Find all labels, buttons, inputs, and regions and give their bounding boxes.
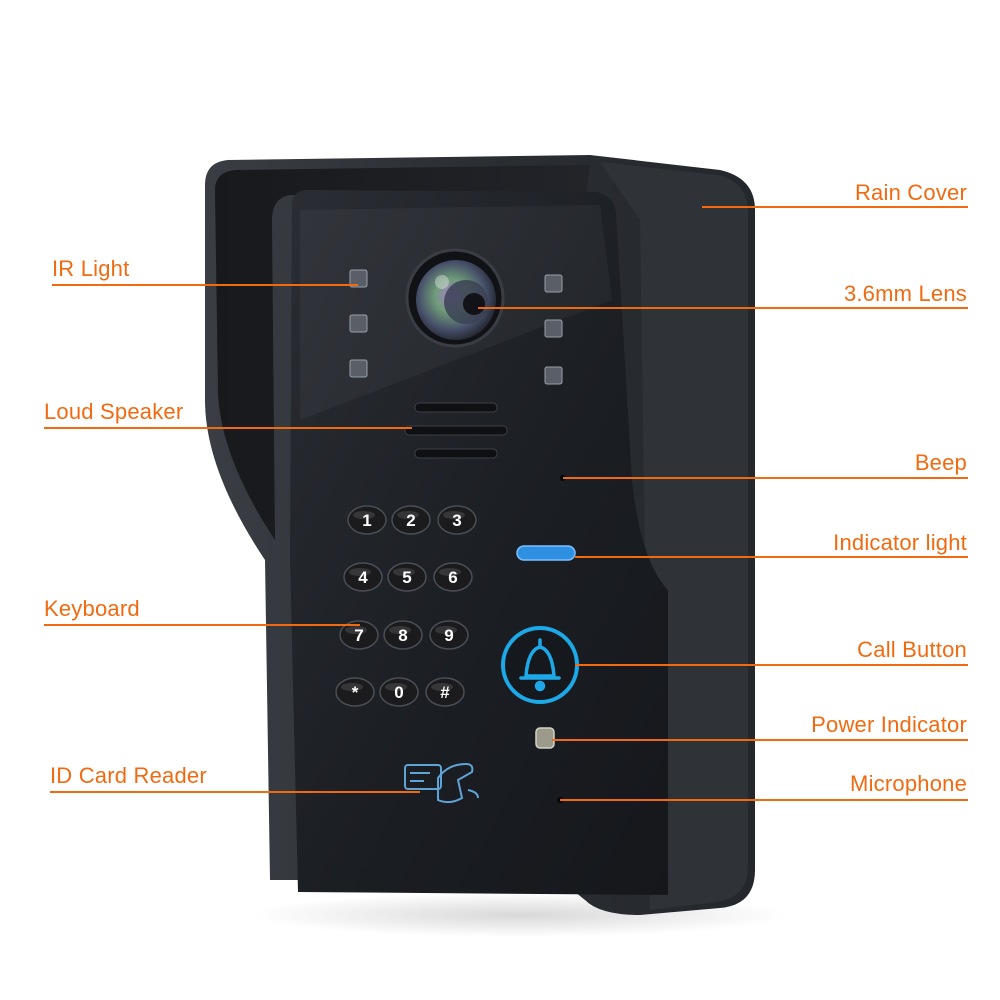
keypad-key-label: * [352, 683, 359, 702]
call-button[interactable] [501, 626, 579, 704]
keypad-key-label: 1 [362, 511, 371, 530]
keypad-key-label: 5 [402, 568, 411, 587]
keypad-key[interactable]: # [425, 677, 465, 707]
label-lens: 3.6mm Lens [843, 281, 967, 306]
label-ir-light: IR Light [52, 256, 130, 281]
keypad-key-label: 8 [398, 626, 407, 645]
label-loud-speaker: Loud Speaker [44, 399, 184, 424]
keypad-key[interactable]: 9 [429, 620, 469, 650]
label-call-button: Call Button [857, 637, 967, 662]
indicator-light-bar [516, 545, 576, 561]
keypad-key[interactable]: 6 [433, 562, 473, 592]
keypad-key[interactable]: * [335, 677, 375, 707]
rain-cover-inner [215, 165, 590, 540]
label-beep: Beep [914, 450, 967, 475]
speaker-grille [404, 402, 508, 459]
keypad-key-label: 7 [354, 626, 363, 645]
label-power-indicator: Power Indicator [811, 712, 967, 737]
ir-led [544, 319, 563, 338]
ir-led [349, 269, 368, 288]
ir-led [544, 274, 563, 293]
bell-icon [519, 638, 561, 692]
label-rain-cover: Rain Cover [854, 180, 967, 205]
power-indicator-led [535, 727, 555, 749]
leader-lines [44, 206, 968, 801]
label-microphone: Microphone [850, 771, 967, 796]
keypad-key[interactable]: 5 [387, 562, 427, 592]
keypad-key-label: 4 [358, 568, 368, 587]
keypad-key-label: 2 [406, 511, 415, 530]
keypad-key[interactable]: 4 [343, 562, 383, 592]
ir-led [544, 366, 563, 385]
ir-led [349, 359, 368, 378]
ir-led [349, 314, 368, 333]
camera-lens-icon [405, 248, 505, 348]
keypad-key[interactable]: 1 [347, 505, 387, 535]
keypad-key-label: 3 [452, 511, 461, 530]
ir-light-array [349, 269, 563, 385]
keypad-key[interactable]: 8 [383, 620, 423, 650]
label-id-card-reader: ID Card Reader [50, 763, 207, 788]
rain-cover-side [600, 162, 748, 910]
keypad-key[interactable]: 3 [437, 505, 477, 535]
keypad-key[interactable]: 0 [379, 677, 419, 707]
keypad-key-label: 9 [444, 626, 453, 645]
front-panel [290, 190, 668, 895]
keypad-key-label: # [440, 683, 450, 702]
keypad: 1 2 3 4 5 6 7 8 9 * 0 # [335, 505, 477, 707]
card-reader-icon [404, 762, 479, 804]
keypad-key[interactable]: 7 [339, 620, 379, 650]
keypad-key[interactable]: 2 [391, 505, 431, 535]
label-indicator-light: Indicator light [833, 530, 967, 555]
label-keyboard: Keyboard [44, 596, 140, 621]
keypad-key-label: 6 [448, 568, 457, 587]
keypad-key-label: 0 [394, 683, 403, 702]
